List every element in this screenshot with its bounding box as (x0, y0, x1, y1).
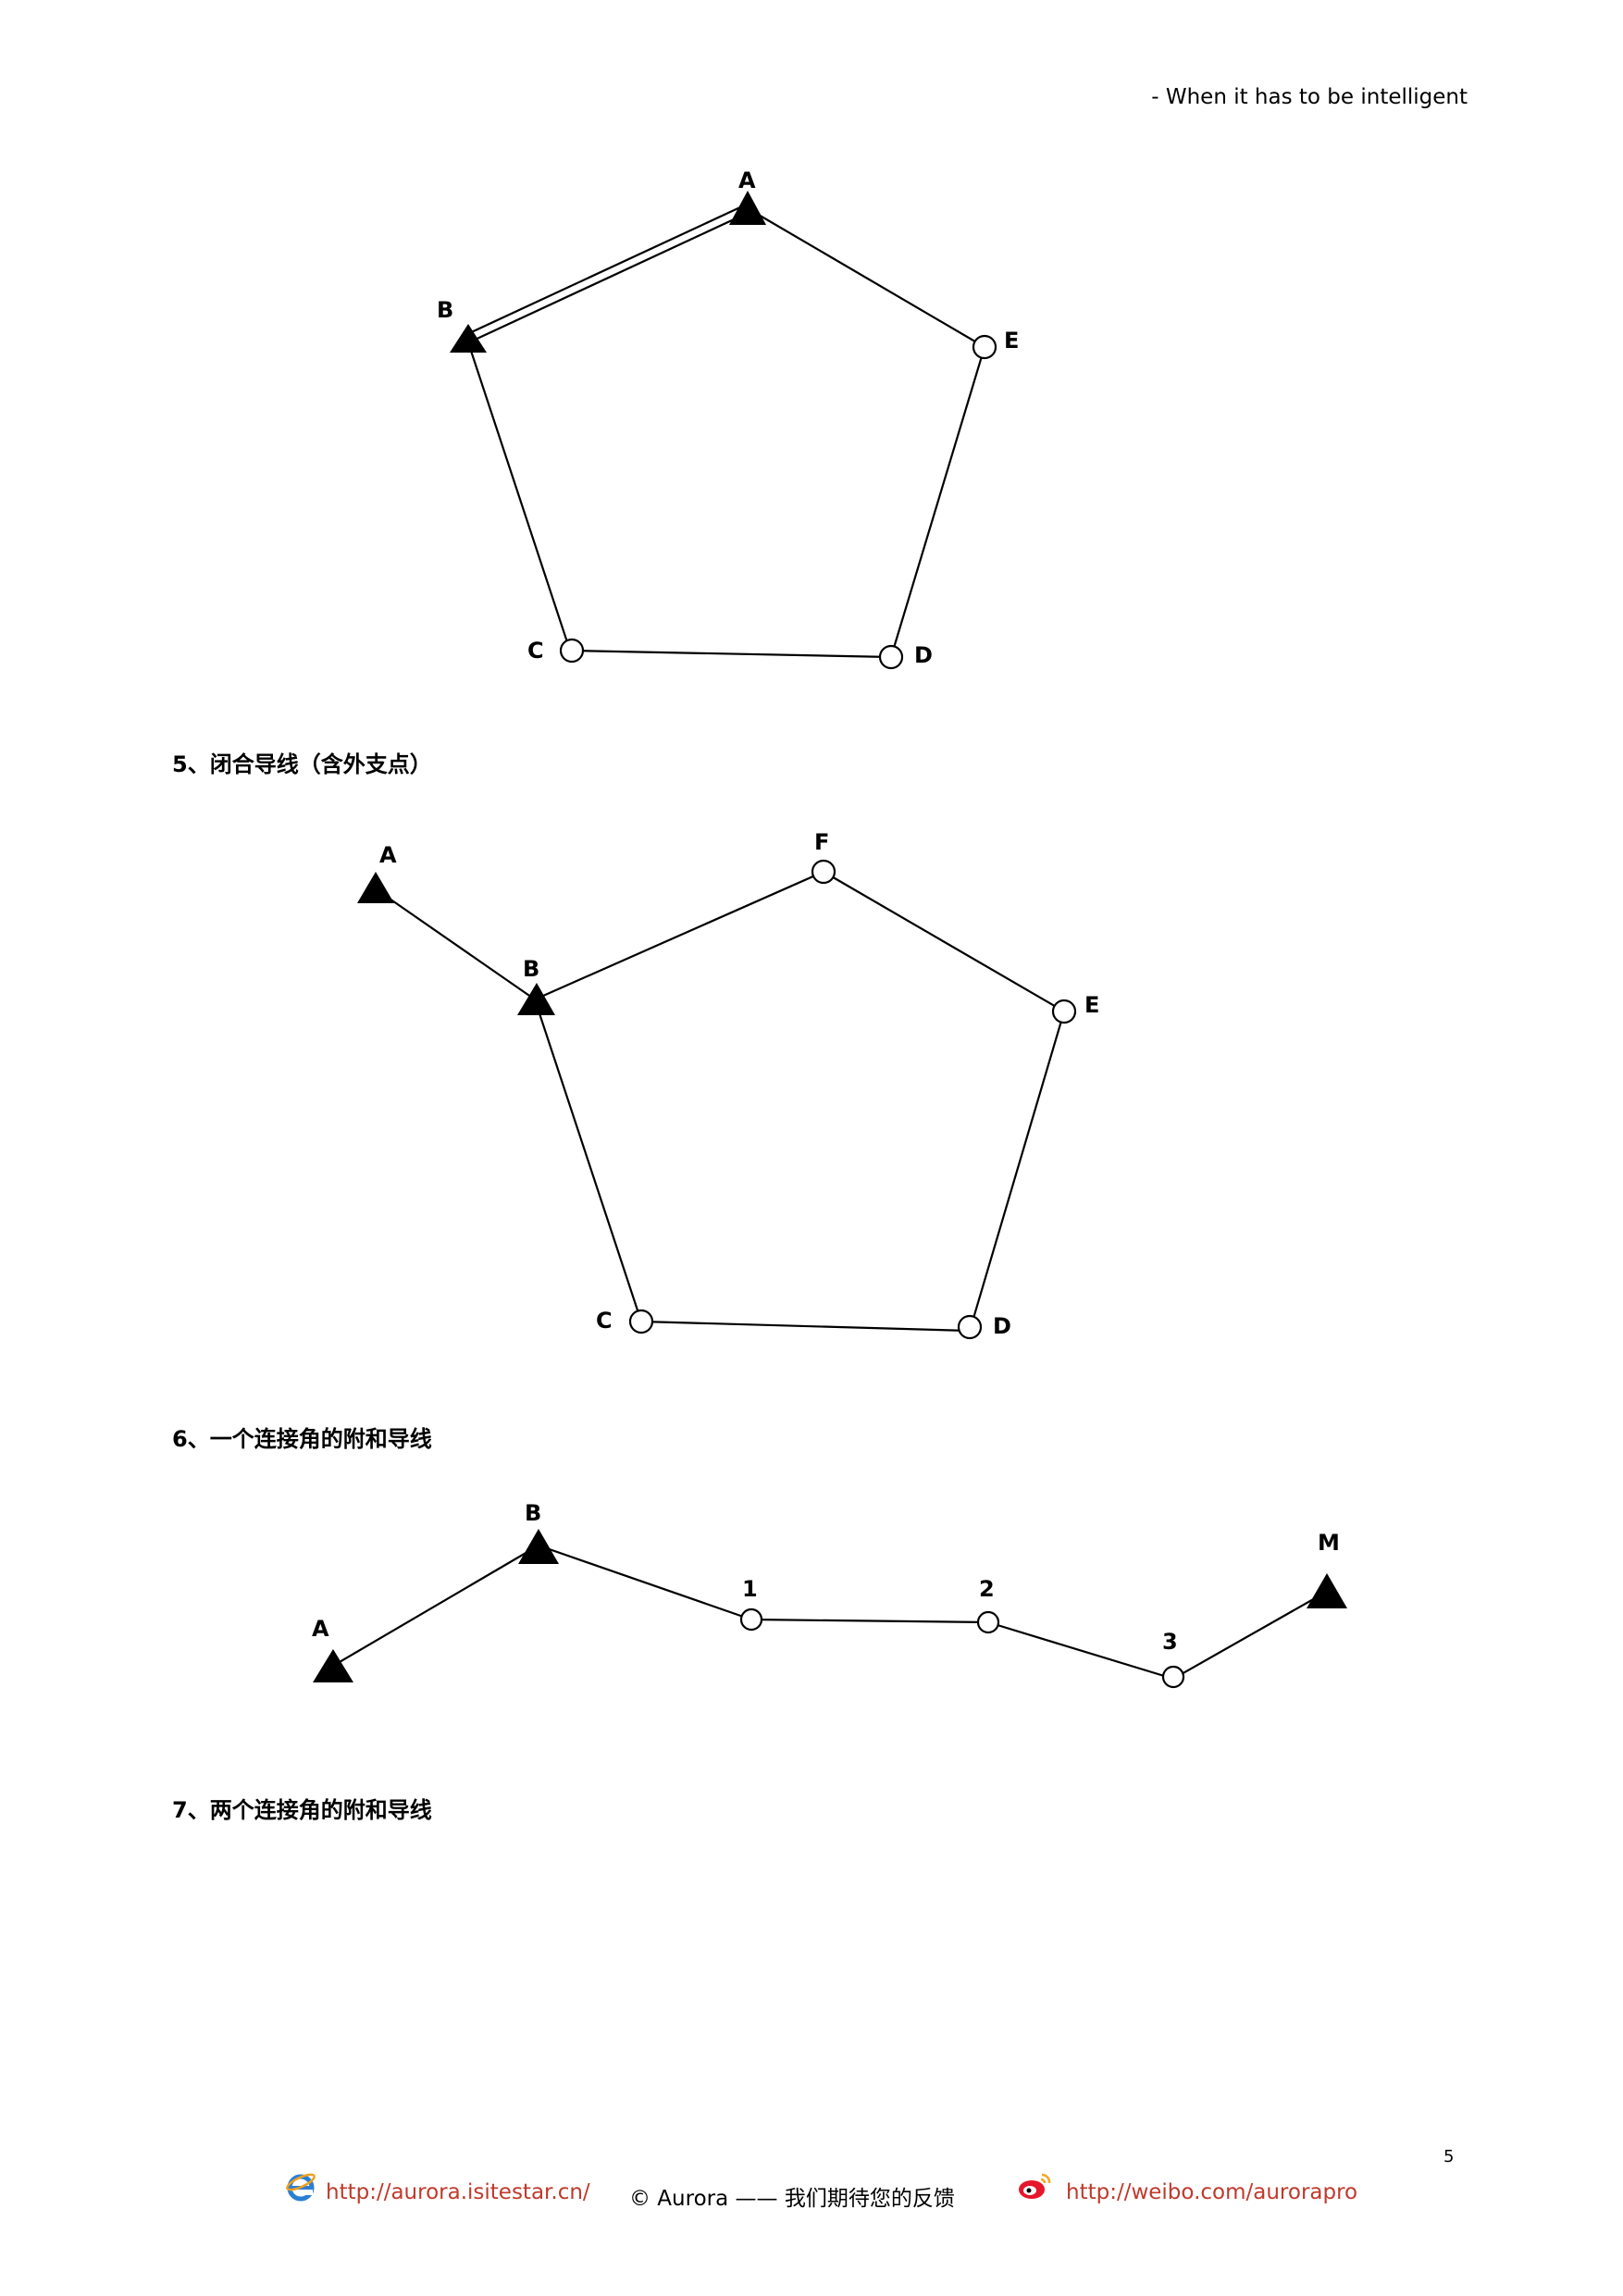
circle-3-icon (1161, 1665, 1185, 1689)
edge-a-b-2 (470, 214, 745, 342)
label-3: 3 (1162, 1629, 1178, 1655)
diagram-connecting-traverse: A B 1 2 3 M (312, 1500, 1347, 1689)
copyright-text: © Aurora —— 我们期待您的反馈 (629, 2187, 955, 2211)
edge-a-e (745, 206, 985, 348)
edge-2-3 (987, 1620, 1174, 1681)
label-e: E (1084, 992, 1099, 1018)
section-heading-6: 6、一个连接角的附和导线 (172, 1426, 432, 1452)
circle-c-icon (628, 1309, 654, 1334)
ie-browser-icon (286, 2173, 316, 2202)
edge-1-2 (750, 1618, 989, 1624)
section-heading-7: 7、两个连接角的附和导线 (172, 1797, 432, 1823)
label-a: A (312, 1616, 329, 1642)
section-heading-5: 5、闭合导线（含外支点） (172, 751, 432, 777)
circle-1-icon (739, 1607, 763, 1632)
edge-a-b (374, 887, 536, 1000)
triangle-a-icon (357, 872, 394, 903)
label-c: C (527, 638, 544, 664)
edge-b-f (534, 870, 824, 1001)
label-d: D (993, 1313, 1011, 1339)
label-e: E (1004, 328, 1019, 354)
header-tagline: - When it has to be intelligent (1151, 85, 1468, 109)
triangle-a-icon (313, 1649, 353, 1682)
label-b: B (437, 297, 453, 323)
page-number: 5 (1443, 2147, 1455, 2166)
edge-d-e (889, 346, 986, 658)
circle-e-icon (972, 334, 997, 360)
label-b: B (525, 1500, 541, 1526)
circle-e-icon (1051, 999, 1077, 1024)
label-2: 2 (979, 1576, 995, 1602)
label-a: A (379, 842, 397, 868)
circle-2-icon (976, 1610, 1000, 1634)
label-d: D (914, 642, 933, 668)
label-f: F (814, 829, 829, 855)
label-1: 1 (742, 1576, 758, 1602)
label-a: A (738, 168, 756, 193)
footer: http://aurora.isitestar.cn/ © Aurora —— … (0, 2166, 1623, 2221)
weibo-link[interactable]: http://weibo.com/aurorapro (1066, 2180, 1358, 2204)
circle-d-icon (878, 644, 904, 670)
circle-d-icon (957, 1314, 983, 1340)
triangle-b-icon (450, 324, 487, 353)
diagram-closed-traverse: A B E C D (437, 168, 1019, 670)
triangle-m-icon (1307, 1573, 1347, 1608)
edge-f-e (823, 871, 1065, 1012)
diagram-closed-traverse-external: A B F E C D (357, 829, 1099, 1340)
triangle-b-icon (518, 1529, 559, 1564)
edge-b-c (533, 999, 643, 1322)
edge-a-b-1 (466, 206, 741, 335)
site-link[interactable]: http://aurora.isitestar.cn/ (326, 2180, 590, 2204)
circle-f-icon (811, 859, 836, 885)
weibo-icon (1019, 2173, 1051, 2199)
edge-d-e (968, 1011, 1066, 1332)
edge-b-1 (538, 1544, 752, 1621)
label-b: B (523, 956, 539, 982)
edge-c-d (640, 1320, 971, 1333)
edge-b-c (466, 341, 572, 652)
triangle-b-icon (517, 983, 555, 1015)
edge-a-b (332, 1545, 539, 1667)
edge-c-d (569, 649, 892, 659)
edge-3-m (1172, 1593, 1324, 1680)
circle-c-icon (559, 638, 585, 664)
label-m: M (1318, 1530, 1340, 1556)
label-c: C (596, 1308, 613, 1334)
triangle-a-icon (729, 191, 766, 225)
